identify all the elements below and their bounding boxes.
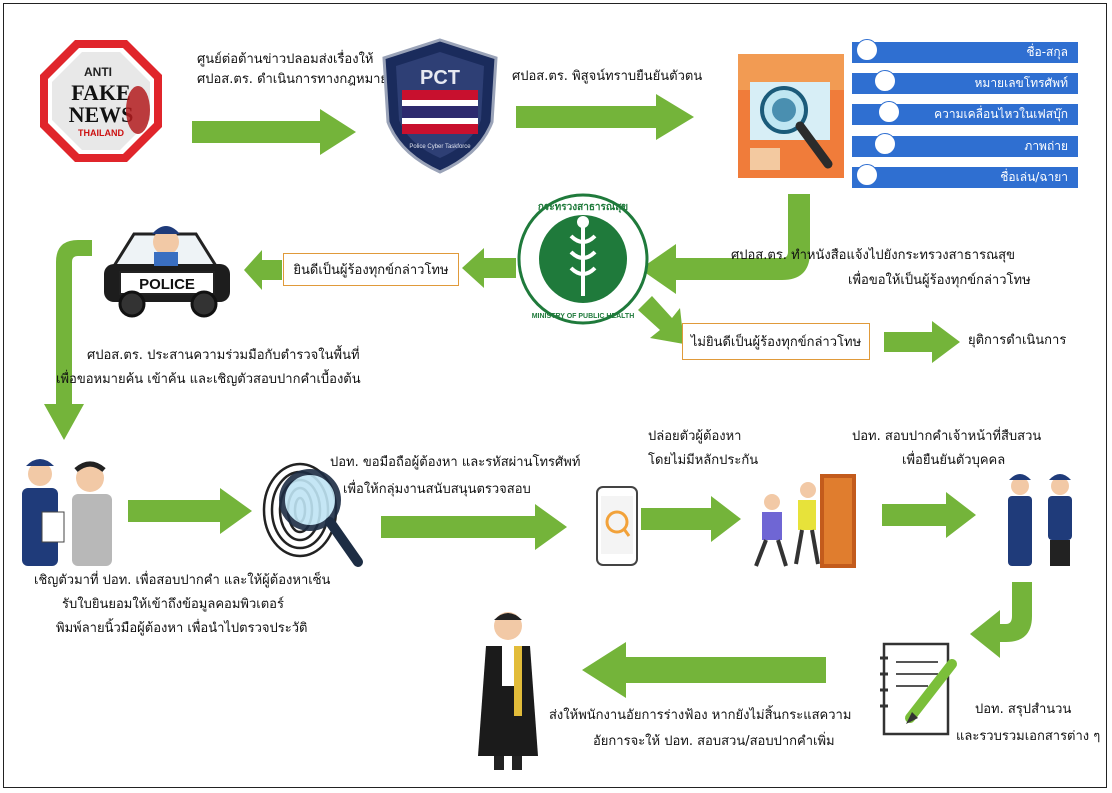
step10-caption-line2: อัยการจะให้ ปอท. สอบสวน/สอบปากคำเพิ่ม <box>593 734 835 749</box>
arrow-curve-down-left-2 <box>44 240 92 440</box>
list-bullet-icon <box>878 101 900 123</box>
arrow-curve-down-left-3 <box>970 582 1032 658</box>
step4-caption-line2: เพื่อขอหมายค้น เข้าค้น และเชิญตัวสอบปากค… <box>56 372 361 387</box>
arrow-left-willing <box>462 248 516 288</box>
release-suspect-illustration <box>754 474 856 568</box>
interrogation-illustration <box>22 459 112 566</box>
ministry-public-health-logo: กระทรวงสาธารณสุข MINISTRY OF PUBLIC HEAL… <box>517 193 649 325</box>
logo-fake: FAKE <box>71 80 130 105</box>
list-bullet-icon <box>856 39 878 61</box>
logo-anti: ANTI <box>84 65 112 79</box>
ministry-english-text: MINISTRY OF PUBLIC HEALTH <box>532 313 635 320</box>
step8-caption-line1: ปอท. สอบปากคำเจ้าหน้าที่สืบสวน <box>852 429 1042 444</box>
step1-caption-line1: ศูนย์ต่อต้านข่าวปลอมส่งเรื่องให้ <box>197 52 374 67</box>
arrow-diag-unwilling <box>638 296 684 344</box>
document-pen-icon <box>880 642 957 736</box>
step6-caption-line2: เพื่อให้กลุ่มงานสนับสนุนตรวจสอบ <box>343 482 531 497</box>
identity-item: ชื่อเล่น/ฉายา <box>852 167 1078 188</box>
list-bullet-icon <box>874 133 896 155</box>
anti-fake-news-logo: ANTI FAKE NEWS THAILAND <box>40 40 162 162</box>
arrow-right-2 <box>516 94 694 140</box>
arrow-right-3 <box>128 488 252 534</box>
identity-item: หมายเลขโทรศัพท์ <box>852 73 1078 94</box>
step1-caption-line2: ศปอส.ตร. ดำเนินการทางกฎหมาย <box>197 72 389 87</box>
step6-caption-line1: ปอท. ขอมือถือผู้ต้องหา และรหัสผ่านโทรศัพ… <box>330 455 581 470</box>
step9-caption-line1: ปอท. สรุปสำนวน <box>975 702 1072 717</box>
list-bullet-icon <box>856 164 878 186</box>
identity-item: ชื่อ-สกุล <box>852 42 1078 63</box>
step7-caption-line1: ปล่อยตัวผู้ต้องหา <box>648 429 742 444</box>
step5-caption-line2: รับใบยินยอมให้เข้าถึงข้อมูลคอมพิวเตอร์ <box>62 597 284 612</box>
logo-news: NEWS <box>69 102 134 127</box>
step5-caption-line3: พิมพ์ลายนิ้วมือผู้ต้องหา เพื่อนำไปตรวจปร… <box>56 621 308 636</box>
arrow-right-1 <box>192 109 356 155</box>
step9-caption-line2: และรวบรวมเอกสารต่าง ๆ <box>956 729 1101 744</box>
police-car-illustration: POLICE <box>104 226 230 318</box>
arrow-right-stop <box>884 321 960 363</box>
stop-text: ยุติการดำเนินการ <box>968 333 1067 348</box>
willing-box: ยินดีเป็นผู้ร้องทุกข์กล่าวโทษ <box>283 253 459 286</box>
identity-item: ความเคลื่อนไหวในเฟสบุ๊ก <box>852 104 1078 125</box>
arrow-right-5 <box>641 496 741 542</box>
unwilling-box: ไม่ยินดีเป็นผู้ร้องทุกข์กล่าวโทษ <box>682 323 870 360</box>
step5-caption-line1: เชิญตัวมาที่ ปอท. เพื่อสอบปากคำ และให้ผู… <box>34 573 331 588</box>
arrow-right-6 <box>882 492 976 538</box>
two-officers-illustration <box>1008 474 1072 566</box>
arrow-right-4 <box>381 504 567 550</box>
identity-item: ภาพถ่าย <box>852 136 1078 157</box>
step8-caption-line2: เพื่อยืนยันตัวบุคคล <box>902 453 1006 468</box>
list-bullet-icon <box>874 70 896 92</box>
fingerprint-magnifier-icon <box>262 462 363 567</box>
step2-caption: ศปอส.ตร. พิสูจน์ทราบยืนยันตัวตน <box>512 69 703 84</box>
logo-thailand: THAILAND <box>78 128 124 138</box>
police-car-label: POLICE <box>139 276 195 293</box>
step3-caption-line1: ศปอส.ตร. ทำหนังสือแจ้งไปยังกระทรวงสาธารณ… <box>731 248 1015 263</box>
identity-info-list: ชื่อ-สกุล หมายเลขโทรศัพท์ ความเคลื่อนไหว… <box>852 39 1082 196</box>
arrow-curve-down-left <box>640 194 810 294</box>
step4-caption-line1: ศปอส.ตร. ประสานความร่วมมือกับตำรวจในพื้น… <box>87 348 360 363</box>
step3-caption-line2: เพื่อขอให้เป็นผู้ร้องทุกข์กล่าวโทษ <box>848 273 1031 288</box>
prosecutor-illustration <box>478 612 538 770</box>
diagram-frame <box>3 3 1107 788</box>
ministry-thai-text: กระทรวงสาธารณสุข <box>538 202 628 213</box>
pct-shield-logo: PCT Police Cyber Taskforce <box>382 38 498 174</box>
arrow-left-bottom <box>582 642 826 698</box>
pct-arc-text: Police Cyber Taskforce <box>409 144 471 150</box>
step10-caption-line1: ส่งให้พนักงานอัยการร่างฟ้อง หากยังไม่สิ้… <box>549 708 852 723</box>
step7-caption-line2: โดยไม่มีหลักประกัน <box>648 453 759 468</box>
arrow-left-to-police <box>244 250 282 290</box>
pct-text: PCT <box>420 67 460 89</box>
phone-search-icon <box>596 486 638 566</box>
browser-search-illustration <box>738 54 844 178</box>
